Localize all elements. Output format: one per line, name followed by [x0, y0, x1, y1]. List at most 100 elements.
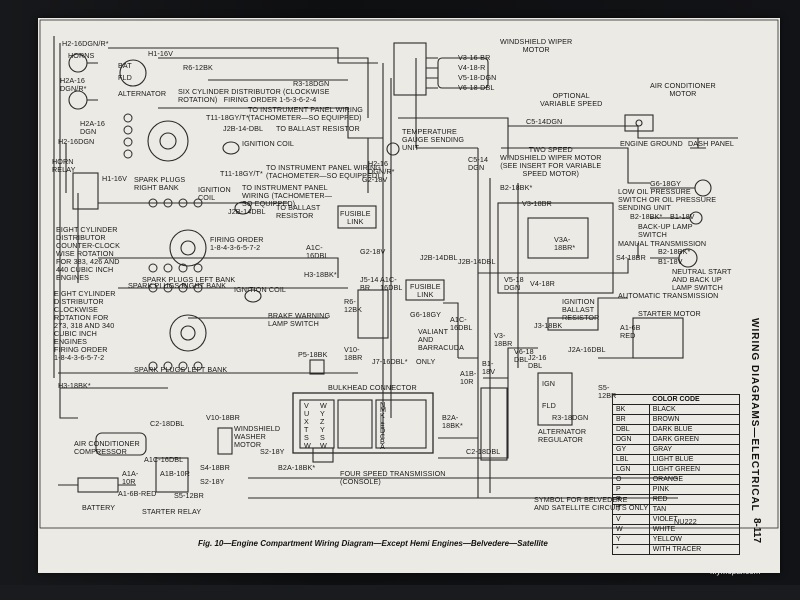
j2b-14dbl-c-label: J2B-14DBL	[420, 253, 458, 262]
t11-18gy-label: T11-18GY/T*	[206, 113, 249, 122]
b1-18v-c-label: B1- 18V	[482, 359, 496, 376]
color-code-name: RED	[648, 494, 741, 505]
j7-16dbl-label: J7-16DBL*	[372, 357, 408, 366]
b2-18bk-c-label: B2-18BK*	[658, 247, 691, 256]
h2-16-dgn-r-label: H2-16 DGN/R*	[368, 159, 395, 176]
color-code-abbr: DBL	[612, 424, 650, 435]
h2a-16dgn-r-label: H2A-16 DGN/R*	[60, 76, 87, 93]
horns-label: HORNS	[68, 51, 95, 60]
spark-plugs-left-bank-label: SPARK PLUGS LEFT BANK	[142, 275, 236, 284]
color-code-name: WITH TRACER	[648, 544, 741, 555]
eight-cylinder-dist-b-label: EIGHT CYLINDER DISTRIBUTOR CLOCKWISE ROT…	[54, 289, 116, 362]
color-code-abbr: LGN	[612, 464, 650, 475]
automatic-transmission-label: AUTOMATIC TRANSMISSION	[618, 291, 719, 300]
starter-relay-label: STARTER RELAY	[142, 507, 202, 516]
j5-14br-label: J5-14 BR	[360, 275, 379, 292]
eight-cylinder-dist-a-label: EIGHT CYLINDER DISTRIBUTOR COUNTER-CLOCK…	[56, 225, 120, 282]
bulkhead-left2-pins: W Y Z Y S W	[320, 401, 327, 450]
air-conditioner-motor-label: AIR CONDITIONER MOTOR	[650, 81, 716, 98]
g2-18v-label: G2-18V	[362, 175, 388, 184]
side-page-number: 8-117	[751, 518, 762, 544]
taskbar	[0, 585, 800, 600]
a1-6b-red-b-label: A1-6B RED	[620, 323, 641, 340]
brake-warning-label: BRAKE WARNING LAMP SWITCH	[268, 311, 331, 328]
wiring-lines	[39, 19, 779, 529]
color-code-name: GRAY	[648, 444, 741, 455]
optional-variable-speed-label: OPTIONAL VARIABLE SPEED	[540, 91, 603, 108]
wiring-diagram-page: H2-16DGN/R* HORNS H2A-16 DGN/R* H2A-16 D…	[38, 18, 780, 573]
dash-panel-label: DASH PANEL	[688, 139, 735, 148]
r3-18dgn-b-label: R3-18DGN	[552, 413, 589, 422]
v3-18br-b-label: V3- 18BR	[494, 331, 513, 348]
color-code-name: DARK BLUE	[648, 424, 741, 435]
figure-caption: Fig. 10—Engine Compartment Wiring Diagra…	[198, 539, 548, 548]
color-code-name: YELLOW	[648, 534, 741, 545]
color-code-abbr: DGN	[612, 434, 650, 445]
h2-16dgn-label: H2-16DGN	[58, 137, 95, 146]
to-instrument-panel-c-label: TO INSTRUMENT PANEL WIRING (TACHOMETER— …	[242, 183, 333, 208]
temperature-gauge-label: TEMPERATURE GAUGE SENDING UNIT	[402, 127, 465, 152]
alternator-regulator-label: ALTERNATOR REGULATOR	[538, 427, 587, 444]
a1a-10r-label: A1A- 10R	[122, 469, 139, 486]
air-conditioner-compressor-label: AIR CONDITIONER COMPRESSOR	[74, 439, 140, 456]
alternator-label: ALTERNATOR	[118, 89, 167, 98]
a1c-16dbl-c-label: A1C- 16DBL	[450, 315, 473, 332]
b2-18bk-label: B2-18BK*	[500, 183, 533, 192]
spark-plugs-right-bank-b-label: SPARK PLUGS RIGHT BANK	[128, 281, 227, 290]
v5-18dgn-label: V5-18-DGN	[458, 73, 497, 82]
b2a-18bk-label: B2A-18BK*	[278, 463, 316, 472]
color-code-name: BROWN	[648, 414, 741, 425]
p5-18bk-label: P5-18BK	[298, 350, 328, 359]
watermark: MyMopar.com	[710, 567, 761, 576]
r6-12bk-label: R6-12BK	[183, 63, 213, 72]
color-code-name: TAN	[648, 504, 741, 515]
r6-12bk-b-label: R6- 12BK	[344, 297, 362, 314]
color-code-abbr: Y	[612, 534, 650, 545]
low-oil-pressure-label: LOW OIL PRESSURE SWITCH OR OIL PRESSURE …	[618, 187, 717, 212]
v5-18dgn-b-label: V5-18 DGN	[504, 275, 524, 292]
t11-18gy-b-label: T11-18GY/T*	[220, 169, 263, 178]
v4-18r-label: V4-18-R	[458, 63, 486, 72]
v6-18dbl-b-label: V6-18 DBL	[514, 347, 534, 364]
h2a-16dgn-label: H2A-16 DGN	[80, 119, 105, 136]
color-code-name: WHITE	[648, 524, 741, 535]
fusible-link-b-label: FUSIBLE LINK	[410, 282, 441, 299]
color-code-title: COLOR CODE	[612, 394, 740, 405]
v3-18br-label: V3-18BR	[522, 199, 552, 208]
spark-plugs-left-bank-b-label: SPARK PLUGS LEFT BANK	[134, 365, 228, 374]
color-code-abbr: *	[612, 544, 650, 555]
color-code-abbr: W	[612, 524, 650, 535]
b2a-18bk-b-label: B2A- 18BK*	[442, 413, 463, 430]
two-speed-wiper-label: TWO SPEED WINDSHIELD WIPER MOTOR (SEE IN…	[500, 145, 602, 178]
c5-14-dgn-label: C5-14 DGN	[468, 155, 489, 172]
h3-18bk-b-label: H3-18BK*	[58, 381, 91, 390]
ignition-coil-b-label: IGNITION COIL	[198, 185, 231, 202]
a1c-16dbl-label: A1C- 16DBL	[306, 243, 329, 260]
ignition-coil-c-label: IGNITION COIL	[234, 285, 287, 294]
s2-18y-label: S2-18Y	[260, 447, 285, 456]
to-instrument-panel-b-label: TO INSTRUMENT PANEL WIRING (TACHOMETER—S…	[266, 163, 381, 180]
fld-b-label: FLD	[542, 401, 556, 410]
to-instrument-panel-label: TO INSTRUMENT PANEL WIRING (TACHOMETER—S…	[248, 105, 363, 122]
j2b-14dbl-b-label: J2B-14DBL	[228, 207, 266, 216]
color-code-abbr: LBL	[612, 454, 650, 465]
color-code-name: VIOLET	[648, 514, 741, 525]
color-code-name: ORANGE	[648, 474, 741, 485]
s5-12br-b-label: S5- 12BR	[598, 383, 617, 400]
four-speed-trans-label: FOUR SPEED TRANSMISSION (CONSOLE)	[340, 469, 446, 486]
color-code-name: PINK	[648, 484, 741, 495]
ignition-ballast-label: IGNITION BALLAST RESISTOR	[562, 297, 600, 322]
a1c-16dbl-d-label: A1C-16DBL	[144, 455, 184, 464]
color-code-abbr: O	[612, 474, 650, 485]
j3-18bk-label: J3-18BK	[534, 321, 563, 330]
color-code-name: LIGHT GREEN	[648, 464, 741, 475]
